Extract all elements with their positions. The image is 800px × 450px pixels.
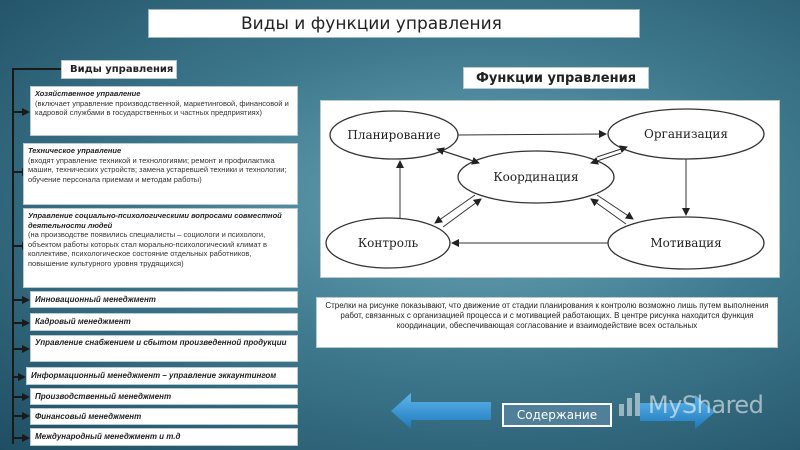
type-item-social: Управление социально-психологическими во… [23,208,298,288]
node-coordination [457,150,615,204]
type-item-supply: Управление снабжением и сбытом произведе… [30,335,298,362]
type-item-title: Управление социально-психологическими во… [28,211,282,230]
prev-arrow-button[interactable] [391,393,491,429]
connector-line [12,299,24,301]
type-item-title: Хозяйственное управление [35,89,141,98]
functions-diagram: Планирование Организация Координация Кон… [320,100,780,278]
arrow-coordination-motivation [596,194,634,220]
connector-arrow [22,345,30,353]
node-motivation-label: Мотивация [650,236,721,250]
type-item-hr: Кадровый менеджмент [30,313,298,331]
functions-caption: Стрелки на рисунке показывают, что движе… [316,297,778,348]
arrow-motivation-coordination [590,198,627,225]
node-control [325,217,451,269]
connector-arrow [22,296,30,304]
node-planning-label: Планирование [347,128,440,142]
page-title: Виды и функции управления [148,9,640,38]
node-organization-label: Организация [644,127,728,141]
arrow-coordination-planning [436,147,472,161]
connector-arrow [22,393,30,401]
node-coordination-label: Координация [493,170,578,184]
connector-arrow [22,108,30,116]
myshared-logo-icon [619,393,640,416]
arrow-coordination-organization [596,145,628,158]
connector-line [12,415,24,417]
type-item-information: Информационный менеджмент – управление э… [26,367,298,385]
type-item-desc: (входят управление техникой и технология… [28,155,287,184]
types-header: Виды управления [61,60,177,79]
connector-line [12,322,24,324]
connector-arrow [22,434,30,442]
type-item-innovation: Инновационный менеджмент [30,291,298,308]
connector-arrow [18,373,26,381]
connector-line [12,437,24,439]
arrow-organization-coordination [590,152,622,165]
connector-line [12,245,24,247]
arrow-planning-organization [457,130,607,139]
connector-arrow [22,319,30,327]
connector-line [12,348,24,350]
connector-line [12,396,24,398]
connector-arrow [22,412,30,420]
types-bracket-line [12,68,14,444]
watermark-text: MyShared [648,391,764,419]
type-item-title: Техническое управление [28,146,122,155]
type-item-production: Производственный менеджмент [30,388,298,405]
next-arrow-button[interactable] [640,395,715,429]
type-item-desc: (на производстве появились специалисты –… [28,230,267,268]
types-bracket-top [12,68,61,70]
arrow-coordination-control [434,194,476,224]
node-control-label: Контроль [358,236,419,250]
type-item-economic: Хозяйственное управление (включает управ… [30,86,298,136]
contents-button[interactable]: Содержание [502,403,612,427]
functions-header: Функции управления [463,67,649,89]
functions-cycle-svg: Планирование Организация Координация Кон… [325,108,765,270]
type-item-technical: Техническое управление (входят управлени… [23,143,298,205]
arrow-control-coordination [442,198,482,228]
connector-line [12,171,24,173]
type-item-desc: (включает управление производственной, м… [35,98,289,118]
type-item-international: Международный менеджмент и т.д [30,428,298,446]
connector-line [12,111,24,113]
type-item-finance: Финансовый менеджмент [30,408,298,425]
